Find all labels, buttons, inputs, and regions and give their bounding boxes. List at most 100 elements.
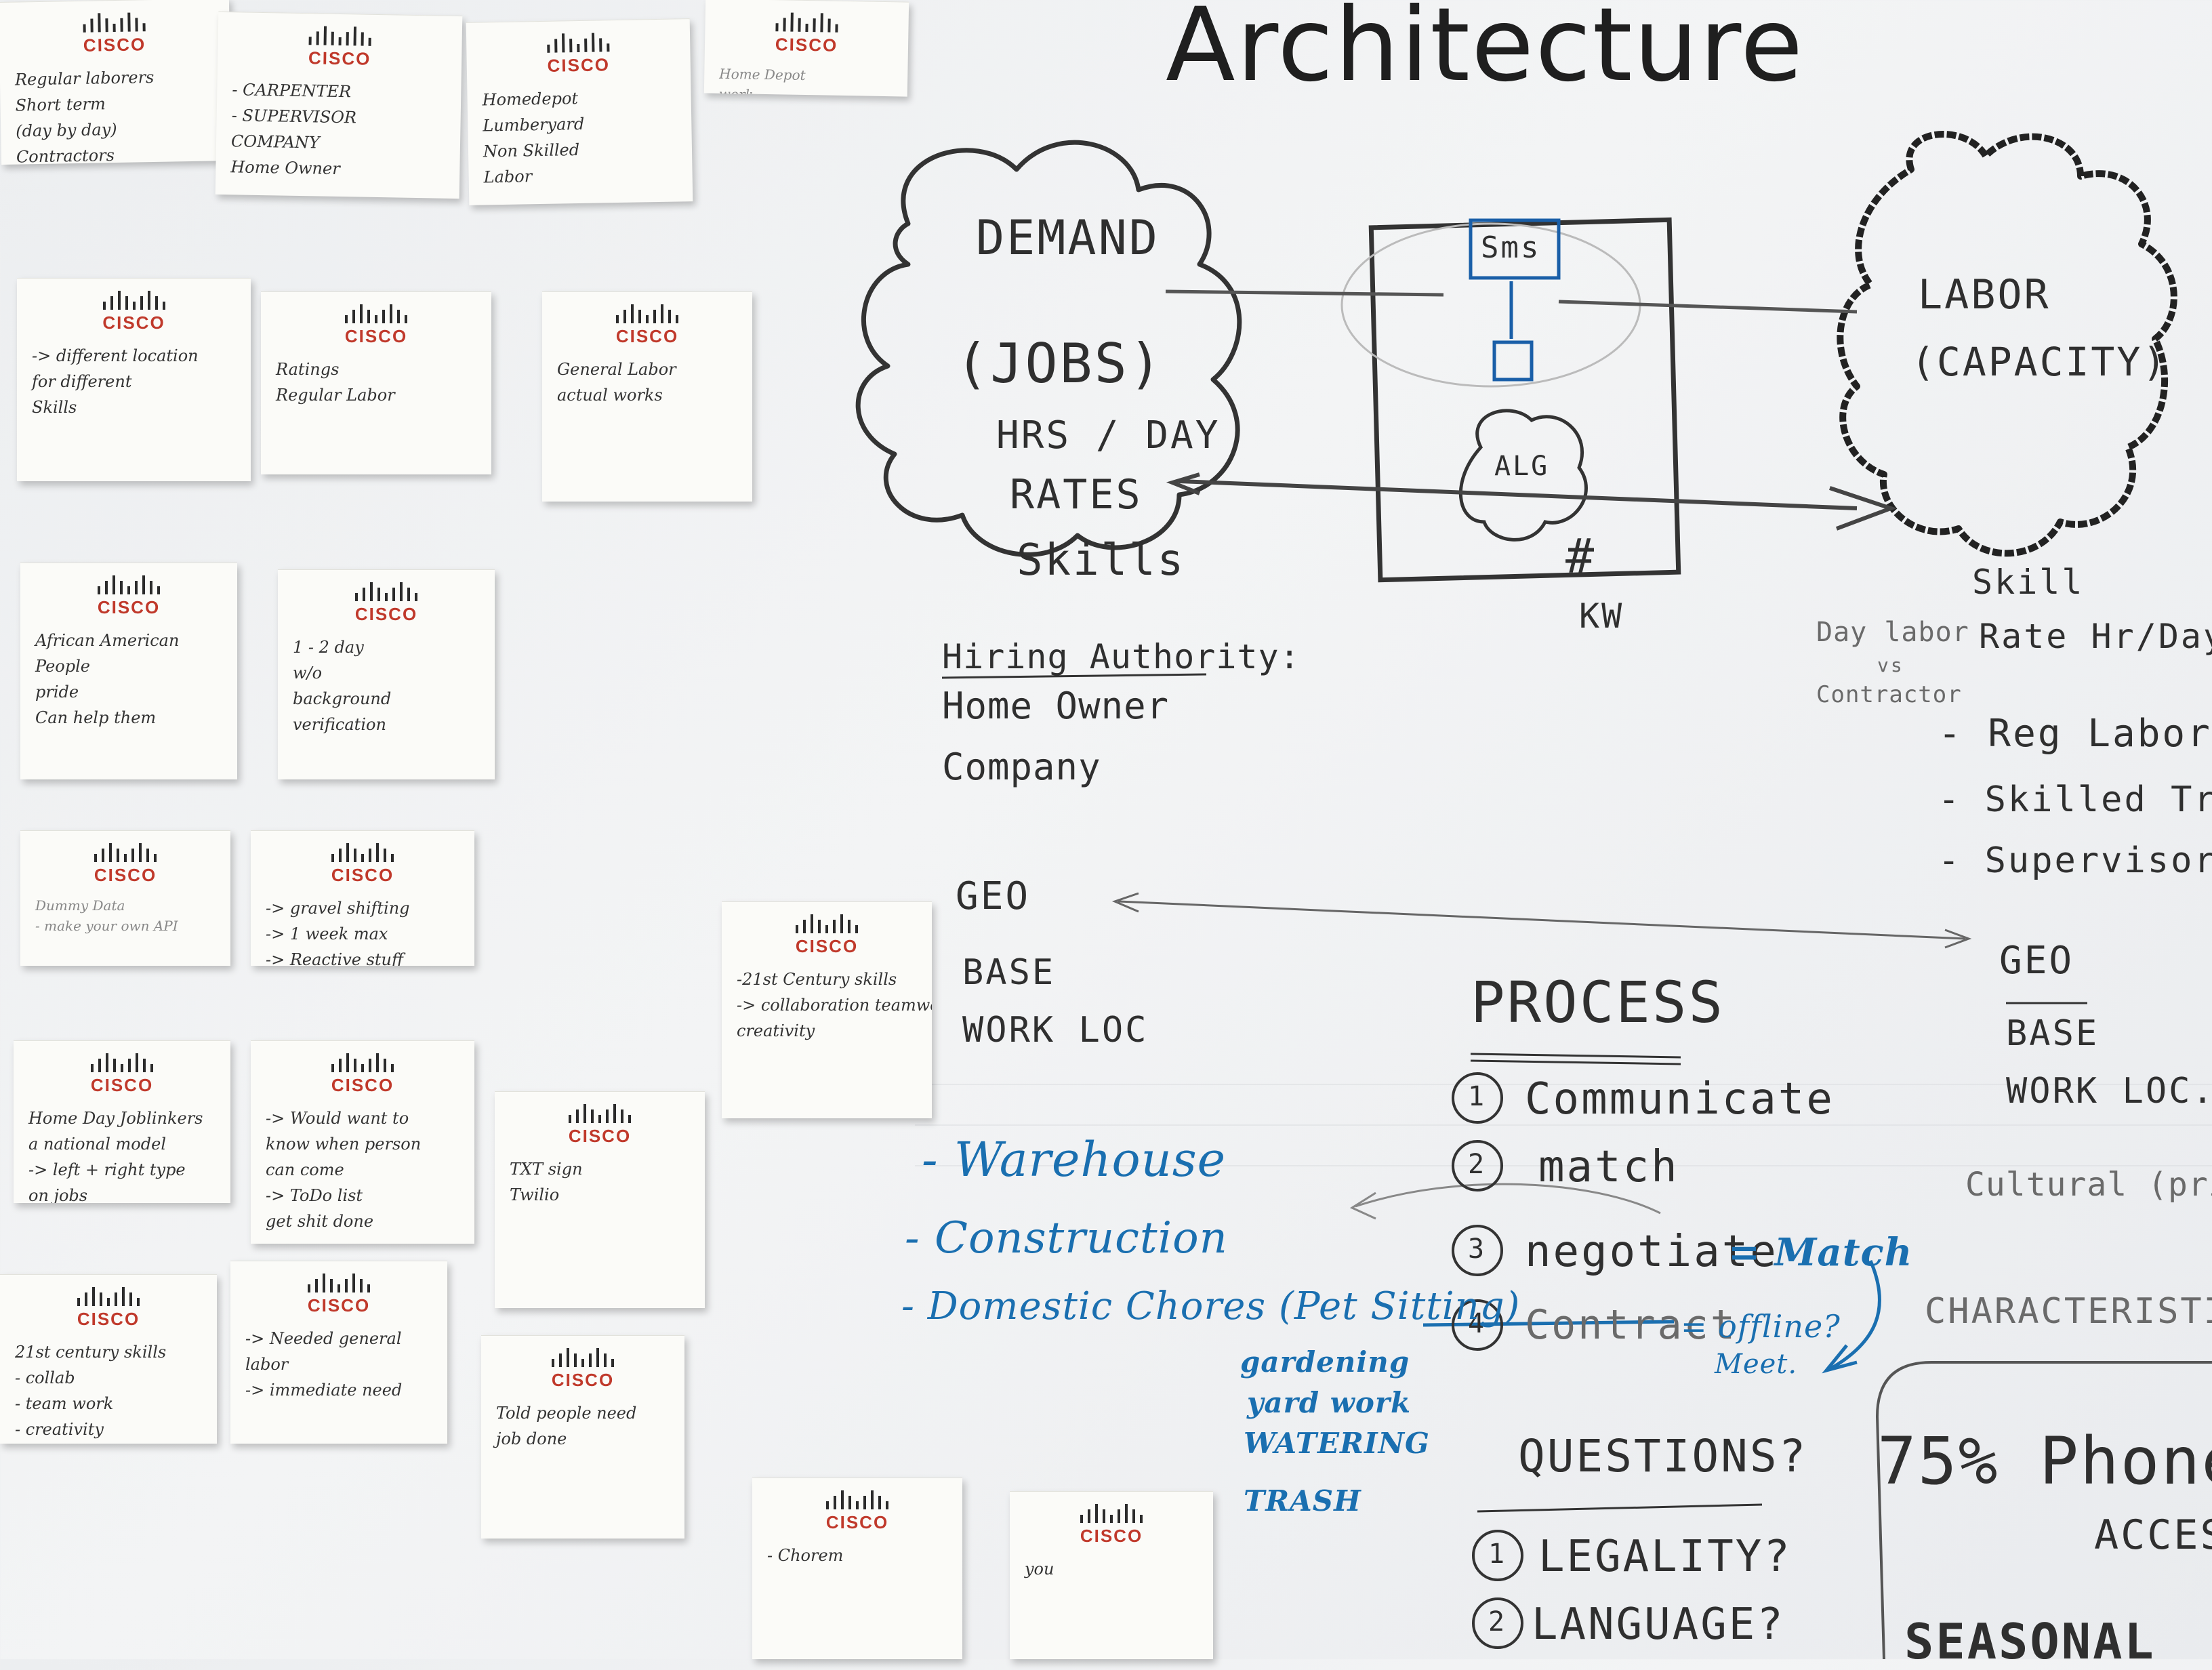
geo-right-label: GEO xyxy=(1999,939,2074,983)
cisco-logo: CISCO xyxy=(266,843,459,886)
sticky-note-line: Regular laborers xyxy=(14,68,155,89)
cisco-wordmark: CISCO xyxy=(547,54,611,76)
sticky-note-line: General Labor xyxy=(557,360,676,379)
sticky-note-line: - CARPENTER xyxy=(232,80,352,102)
sticky-note-line: - team work xyxy=(15,1394,114,1413)
sticky-note-line: -> Needed general xyxy=(245,1329,402,1348)
sticky-note-line: background xyxy=(293,689,392,708)
alg-cloud xyxy=(1458,409,1588,542)
sticky-note-line: pride xyxy=(35,683,79,701)
day-labor-label: Day labor xyxy=(1816,617,1969,648)
cisco-bars-icon xyxy=(331,843,394,862)
cisco-wordmark: CISCO xyxy=(307,1295,371,1316)
skills-label: Skills xyxy=(1017,535,1186,586)
process-step-negotiate: negotiate xyxy=(1525,1227,1778,1277)
home-owner-label: Home Owner xyxy=(942,685,1170,727)
sticky-note-line: -> ToDo list xyxy=(266,1186,363,1205)
reg-labor-label: - Reg Labor* xyxy=(1938,712,2212,756)
sticky-note-line: can come xyxy=(266,1160,344,1179)
sticky-note-line: TXT sign xyxy=(510,1160,583,1179)
cisco-bars-icon xyxy=(569,1104,631,1123)
sticky-note-line: -> Would want to xyxy=(266,1109,409,1128)
cisco-wordmark: CISCO xyxy=(354,604,418,624)
cisco-logo: CISCO xyxy=(293,582,480,625)
sticky-note-line: -> gravel shifting xyxy=(266,899,410,918)
category-construction: - Construction xyxy=(905,1213,1228,1263)
sticky-note-line: (day by day) xyxy=(16,119,117,141)
sticky-note-line: 1 - 2 day xyxy=(293,638,364,657)
process-num-2: 2 xyxy=(1468,1149,1485,1180)
rate-label: Rate Hr/Day xyxy=(1979,617,2212,656)
cisco-bars-icon xyxy=(345,304,407,323)
rates-label: RATES xyxy=(1010,471,1143,518)
skill-label: Skill xyxy=(1972,563,2085,602)
sticky-note-line: creativity xyxy=(737,1021,815,1040)
sticky-note-line: - collab xyxy=(15,1368,75,1387)
cisco-logo: CISCO xyxy=(276,304,476,347)
cisco-wordmark: CISCO xyxy=(308,47,371,69)
cisco-bars-icon xyxy=(308,1274,370,1292)
base-right-label: BASE xyxy=(2006,1013,2100,1054)
chore-gardening: gardening xyxy=(1240,1345,1410,1379)
cisco-bars-icon xyxy=(308,26,371,46)
cisco-bars-icon xyxy=(355,582,417,601)
sticky-note-line: Told people need xyxy=(496,1404,637,1423)
process-step-match: match xyxy=(1538,1142,1679,1192)
cisco-wordmark: CISCO xyxy=(795,936,859,956)
chore-trash: TRASH xyxy=(1244,1484,1361,1518)
cisco-bars-icon xyxy=(91,1053,153,1072)
sticky-note-line: Home Day Joblinkers xyxy=(28,1109,203,1128)
question-language: LANGUAGE? xyxy=(1532,1600,1785,1650)
labor-label: LABOR xyxy=(1918,271,2051,319)
sms-box xyxy=(1469,218,1561,280)
cisco-logo: CISCO xyxy=(35,843,216,886)
cisco-logo: CISCO xyxy=(15,1287,202,1330)
sticky-note-line: African American xyxy=(35,631,180,650)
process-step-contract: Contract xyxy=(1525,1301,1737,1349)
sticky-note-line: Home Depot xyxy=(719,65,806,83)
match-note: = Match xyxy=(1728,1230,1913,1275)
cisco-wordmark: CISCO xyxy=(77,1309,140,1329)
sticky-note-line: COMPANY xyxy=(230,131,321,152)
question-legality: LEGALITY? xyxy=(1538,1532,1792,1582)
sticky-note-line: Twilio xyxy=(510,1185,560,1204)
offline-note: = offline? xyxy=(1681,1308,1841,1345)
cisco-wordmark: CISCO xyxy=(102,312,165,333)
cisco-bars-icon xyxy=(775,12,838,33)
cisco-wordmark: CISCO xyxy=(344,326,408,346)
sticky-note-line: job done xyxy=(496,1429,567,1448)
supervisor-label: - Supervisor. xyxy=(1938,840,2212,881)
cisco-logo: CISCO xyxy=(14,11,215,57)
cisco-logo: CISCO xyxy=(557,304,737,347)
sticky-note-line: Ratings xyxy=(276,360,340,379)
chore-yard-work: yard work xyxy=(1247,1386,1412,1419)
demand-cloud xyxy=(855,140,1242,557)
cisco-bars-icon xyxy=(102,291,165,310)
sticky-note-line: Home Owner xyxy=(230,157,340,179)
sms-label: Sms xyxy=(1481,230,1541,265)
sticky-note-line: Labor xyxy=(483,167,533,187)
cisco-logo: CISCO xyxy=(510,1104,690,1147)
sticky-note: CISCO-> gravel shifting-> 1 week max-> R… xyxy=(251,830,474,966)
sticky-note-line: -> 1 week max xyxy=(266,924,388,943)
company-label: Company xyxy=(942,746,1101,788)
cisco-wordmark: CISCO xyxy=(615,326,679,346)
cisco-logo: CISCO xyxy=(496,1348,670,1391)
sticky-note-line: w/o xyxy=(293,664,323,683)
sticky-note: CISCO Told people need job done xyxy=(481,1335,684,1539)
cisco-wordmark: CISCO xyxy=(551,1370,615,1390)
cisco-logo: CISCO xyxy=(481,32,676,78)
sticky-note-line: -> different location xyxy=(32,346,199,365)
cisco-bars-icon xyxy=(826,1490,888,1509)
cisco-bars-icon xyxy=(552,1348,614,1367)
alg-label: ALG xyxy=(1494,451,1550,482)
